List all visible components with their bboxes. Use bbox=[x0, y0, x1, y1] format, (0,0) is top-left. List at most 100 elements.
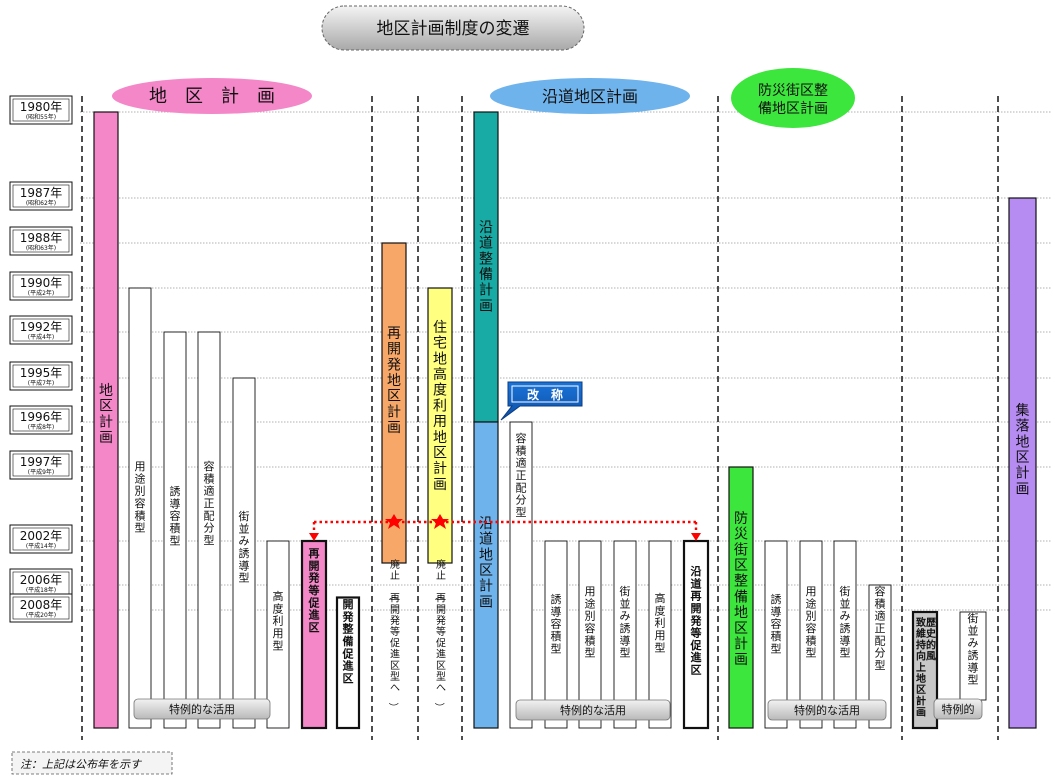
group-header-text: 備地区計画 bbox=[758, 101, 828, 117]
bar-label: 地区計画 bbox=[99, 383, 113, 446]
plan-bar: 街並み誘導型 bbox=[833, 540, 857, 729]
group-header: 地 区 計 画 bbox=[112, 78, 312, 114]
year-label: 1997年(平成9年) bbox=[9, 450, 73, 480]
plan-bar: 誘導容積型 bbox=[764, 540, 788, 729]
year-label: 1992年(平成4年) bbox=[9, 315, 73, 345]
footnote: 注：上記は公布年を示す bbox=[11, 751, 173, 775]
plan-bar: 誘導容積型 bbox=[163, 331, 187, 729]
special-use-label: 特例的な活用 bbox=[515, 699, 671, 721]
plan-bar: 沿道地区計画 bbox=[473, 421, 499, 729]
year-text: 2008年 bbox=[20, 598, 63, 612]
plan-bar: 再開発地区計画 bbox=[381, 242, 407, 564]
year-text: 1997年 bbox=[20, 455, 63, 469]
bar-label: 防災街区整備地区計画 bbox=[734, 511, 748, 668]
title-text: 地区計画制度の変遷 bbox=[377, 19, 530, 39]
bar-label: 再開発地区計画 bbox=[387, 326, 401, 436]
abolition-note: 廃止（再開発等促進区型へ） bbox=[433, 558, 446, 712]
rename-text: 改 称 bbox=[527, 387, 563, 402]
plan-bar: 開発整備促進区 bbox=[335, 596, 361, 730]
special-use-label: 特例的な活用 bbox=[133, 698, 271, 720]
bar-label: 用途別容積型 bbox=[585, 585, 596, 660]
special-use-label: 特例的な活用 bbox=[767, 699, 887, 721]
bar-label: 沿道再開発等促進区 bbox=[690, 564, 703, 677]
bar-label: 用途別容積型 bbox=[135, 460, 146, 535]
year-label: 1996年(平成8年) bbox=[9, 405, 73, 435]
plan-bar: 住宅地高度利用地区計画 bbox=[427, 287, 453, 564]
year-text: 1987年 bbox=[20, 186, 63, 200]
bar-label: 容積適正配分型 bbox=[516, 431, 527, 519]
abolition-note: 廃止（再開発等促進区型へ） bbox=[387, 558, 400, 712]
year-label: 2008年(平成20年) bbox=[9, 593, 73, 623]
rename-callout: 改 称 bbox=[500, 381, 583, 421]
plan-bar: 街並み誘導型 bbox=[232, 377, 256, 729]
era-text: (平成2年) bbox=[28, 289, 55, 297]
era-text: (平成8年) bbox=[28, 423, 55, 431]
era-text: (平成9年) bbox=[28, 468, 55, 476]
year-text: 2002年 bbox=[20, 529, 63, 543]
era-text: (昭和63年) bbox=[26, 244, 56, 252]
plan-bar: 沿道整備計画 bbox=[473, 111, 499, 423]
year-text: 1995年 bbox=[20, 366, 63, 380]
footnote-text: 注：上記は公布年を示す bbox=[20, 758, 143, 771]
bar-label: 高度利用型 bbox=[655, 591, 666, 654]
era-text: (平成7年) bbox=[28, 379, 55, 387]
special-use-label: 特例的 bbox=[933, 698, 983, 720]
bar-label: 街並み誘導型 bbox=[620, 584, 631, 660]
year-label: 1987年(昭和62年) bbox=[9, 181, 73, 211]
bar-label: 誘導容積型 bbox=[551, 593, 562, 655]
bar-label: 廃止（再開発等促進区型へ） bbox=[433, 558, 446, 712]
plan-bar: 高度利用型 bbox=[648, 540, 672, 729]
group-header-text: 沿道地区計画 bbox=[542, 87, 638, 106]
plan-bar: 地区計画 bbox=[93, 111, 119, 729]
diagram-title: 地区計画制度の変遷 bbox=[321, 5, 585, 51]
bar-label: 用途別容積型 bbox=[806, 585, 817, 660]
plan-bar: 防災街区整備地区計画 bbox=[728, 466, 754, 729]
special-use-text: 特例的 bbox=[942, 702, 975, 716]
year-label: 1988年(昭和63年) bbox=[9, 226, 73, 256]
plan-bar: 街並み誘導型 bbox=[959, 611, 987, 701]
year-label: 2006年(平成18年) bbox=[9, 568, 73, 598]
year-text: 1988年 bbox=[20, 231, 63, 245]
bar-label: 廃止（再開発等促進区型へ） bbox=[387, 558, 400, 712]
bar-label: 歴史的風 bbox=[926, 617, 937, 663]
plan-bar: 用途別容積型 bbox=[799, 540, 823, 729]
year-text: 1992年 bbox=[20, 320, 63, 334]
era-text: (昭和55年) bbox=[26, 113, 56, 121]
plan-bar: 再開発等促進区 bbox=[300, 539, 328, 730]
plan-bar: 高度利用型 bbox=[266, 540, 290, 729]
bar-label: 容積適正配分型 bbox=[875, 584, 886, 672]
era-text: (昭和62年) bbox=[26, 199, 56, 207]
era-text: (平成4年) bbox=[28, 333, 55, 341]
plan-bar: 容積適正配分型 bbox=[868, 584, 892, 729]
bar-label: 誘導容積型 bbox=[771, 593, 782, 655]
year-text: 1996年 bbox=[20, 410, 63, 424]
plan-bar: 誘導容積型 bbox=[544, 540, 568, 729]
bar-label: 沿道地区計画 bbox=[479, 516, 493, 610]
year-label: 2002年(平成14年) bbox=[9, 524, 73, 554]
bar-label: 誘導容積型 bbox=[170, 485, 181, 547]
group-header: 沿道地区計画 bbox=[490, 78, 690, 114]
bar-label: 致維持向上地区計画 bbox=[916, 616, 927, 719]
bar-label: 街並み誘導型 bbox=[239, 509, 250, 585]
special-use-text: 特例的な活用 bbox=[560, 703, 626, 717]
year-text: 1980年 bbox=[20, 100, 63, 114]
plan-bar: 集落地区計画 bbox=[1008, 197, 1037, 729]
bar-label: 容積適正配分型 bbox=[204, 459, 215, 547]
plan-bar: 容積適正配分型 bbox=[509, 421, 533, 729]
plan-bar: 容積適正配分型 bbox=[197, 331, 221, 729]
year-label: 1990年(平成2年) bbox=[9, 271, 73, 301]
year-text: 1990年 bbox=[20, 276, 63, 290]
group-header-text: 地 区 計 画 bbox=[149, 86, 275, 107]
special-use-text: 特例的な活用 bbox=[169, 702, 235, 716]
era-text: (平成14年) bbox=[26, 542, 56, 550]
bar-label: 開発整備促進区 bbox=[342, 598, 355, 685]
era-text: (平成18年) bbox=[26, 586, 56, 594]
bar-label: 街並み誘導型 bbox=[968, 611, 979, 687]
plan-bar: 街並み誘導型 bbox=[613, 540, 637, 729]
bar-label: 街並み誘導型 bbox=[840, 584, 851, 660]
year-label: 1980年(昭和55年) bbox=[9, 95, 73, 125]
bar-label: 集落地区計画 bbox=[1016, 402, 1030, 497]
bar-label: 高度利用型 bbox=[273, 589, 284, 652]
year-label: 1995年(平成7年) bbox=[9, 361, 73, 391]
